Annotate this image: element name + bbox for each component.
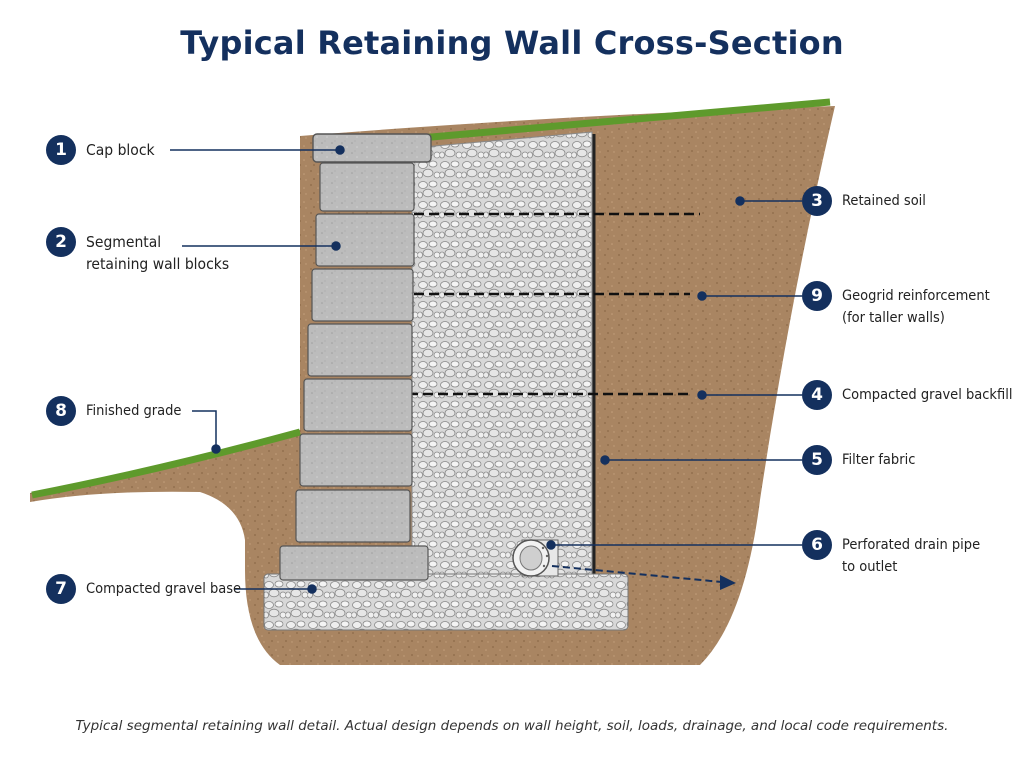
leader-dot-2: [331, 241, 341, 251]
callout-number-1: 1: [46, 135, 76, 165]
drain-outlet-arrow: [551, 565, 723, 583]
callout-label-6-line2: to outlet: [842, 559, 898, 575]
wall-block: [307, 323, 413, 377]
callout-label-6-line1: Perforated drain pipe: [842, 537, 981, 553]
gravel-base: [263, 573, 629, 631]
callout-label-9-line2: (for taller walls): [842, 310, 945, 326]
wall-block: [299, 433, 413, 487]
leader-dot-4: [697, 390, 707, 400]
wall-block: [315, 213, 415, 267]
wall-block: [319, 162, 415, 212]
callout-label-3: Retained soil: [842, 193, 926, 209]
wall-block: [311, 268, 414, 322]
callout-segmental-blocks: 2 Segmental retaining wall blocks: [46, 227, 229, 275]
wall-block: [295, 489, 411, 543]
upper-grass: [419, 98, 831, 142]
cap-block: [312, 133, 432, 163]
callout-geogrid: 9 Geogrid reinforcement (for taller wall…: [802, 281, 990, 329]
leader-dot-5: [600, 455, 610, 465]
callout-label-9: Geogrid reinforcement (for taller walls): [842, 281, 990, 329]
callout-label-2: Segmental retaining wall blocks: [86, 227, 229, 275]
callout-number-3: 3: [802, 186, 832, 216]
callout-number-4: 4: [802, 380, 832, 410]
callout-label-8: Finished grade: [86, 403, 182, 419]
callout-label-2-line2: retaining wall blocks: [86, 255, 230, 273]
callout-label-7: Compacted gravel base: [86, 581, 242, 597]
callout-label-9-line1: Geogrid reinforcement: [842, 288, 990, 304]
callout-number-8: 8: [46, 396, 76, 426]
callout-number-6: 6: [802, 530, 832, 560]
caption-note: Typical segmental retaining wall detail.…: [75, 718, 949, 734]
callout-number-9: 9: [802, 281, 832, 311]
callout-label-4: Compacted gravel backfill: [842, 387, 1013, 403]
callout-number-7: 7: [46, 574, 76, 604]
callout-retained-soil: 3 Retained soil: [802, 186, 926, 216]
diagram-title: Typical Retaining Wall Cross-Section: [180, 24, 844, 62]
leader-dot-3: [735, 196, 745, 206]
callout-gravel-base: 7 Compacted gravel base: [46, 574, 241, 604]
leader-dot-7: [307, 584, 317, 594]
callout-label-1: Cap block: [86, 141, 155, 159]
gravel-backfill-zone: [411, 131, 593, 583]
callout-number-2: 2: [46, 227, 76, 257]
callout-drain-pipe: 6 Perforated drain pipe to outlet: [802, 530, 980, 578]
callout-gravel-backfill: 4 Compacted gravel backfill: [802, 380, 1012, 410]
leader-dot-1: [335, 145, 345, 155]
callout-finished-grade: 8 Finished grade: [46, 396, 181, 426]
finished-grade-grass: [31, 428, 301, 499]
callout-filter-fabric: 5 Filter fabric: [802, 445, 915, 475]
leader-dot-9: [697, 291, 707, 301]
callout-cap-block: 1 Cap block: [46, 135, 155, 165]
callout-label-5: Filter fabric: [842, 452, 916, 468]
callout-label-2-line1: Segmental: [86, 233, 162, 251]
leader-dot-8: [211, 444, 221, 454]
arrow-head: [720, 575, 736, 590]
wall-block: [303, 378, 413, 432]
leader-line-8: [192, 410, 217, 449]
callout-label-6: Perforated drain pipe to outlet: [842, 530, 980, 578]
callout-number-5: 5: [802, 445, 832, 475]
wall-block: [279, 545, 429, 581]
leader-dot-6: [546, 540, 556, 550]
